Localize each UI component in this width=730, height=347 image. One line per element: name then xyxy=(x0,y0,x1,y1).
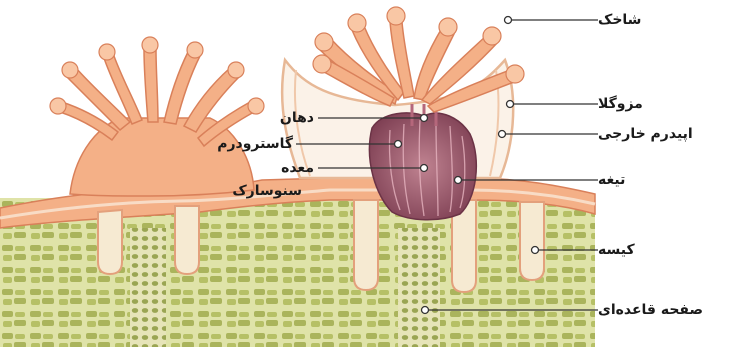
label-sac: کیسه xyxy=(598,241,635,259)
label-stomach: معده xyxy=(281,159,314,177)
skeletal-column xyxy=(398,228,440,347)
label-tentacle: شاخک xyxy=(598,11,641,29)
label-mouth: دهان xyxy=(280,109,314,127)
label-basal-plate: صفحه قاعده‌ای xyxy=(598,301,703,319)
label-mesoglea: مزوگلا xyxy=(598,95,643,113)
label-gastroderm: گاسترودرم xyxy=(217,135,293,153)
label-outer-epidermis: اپیدرم خارجی xyxy=(598,125,693,143)
label-septum: تیغه xyxy=(598,171,625,189)
label-coenosarc: سنوسارک xyxy=(232,182,302,200)
skeletal-column xyxy=(130,228,166,347)
